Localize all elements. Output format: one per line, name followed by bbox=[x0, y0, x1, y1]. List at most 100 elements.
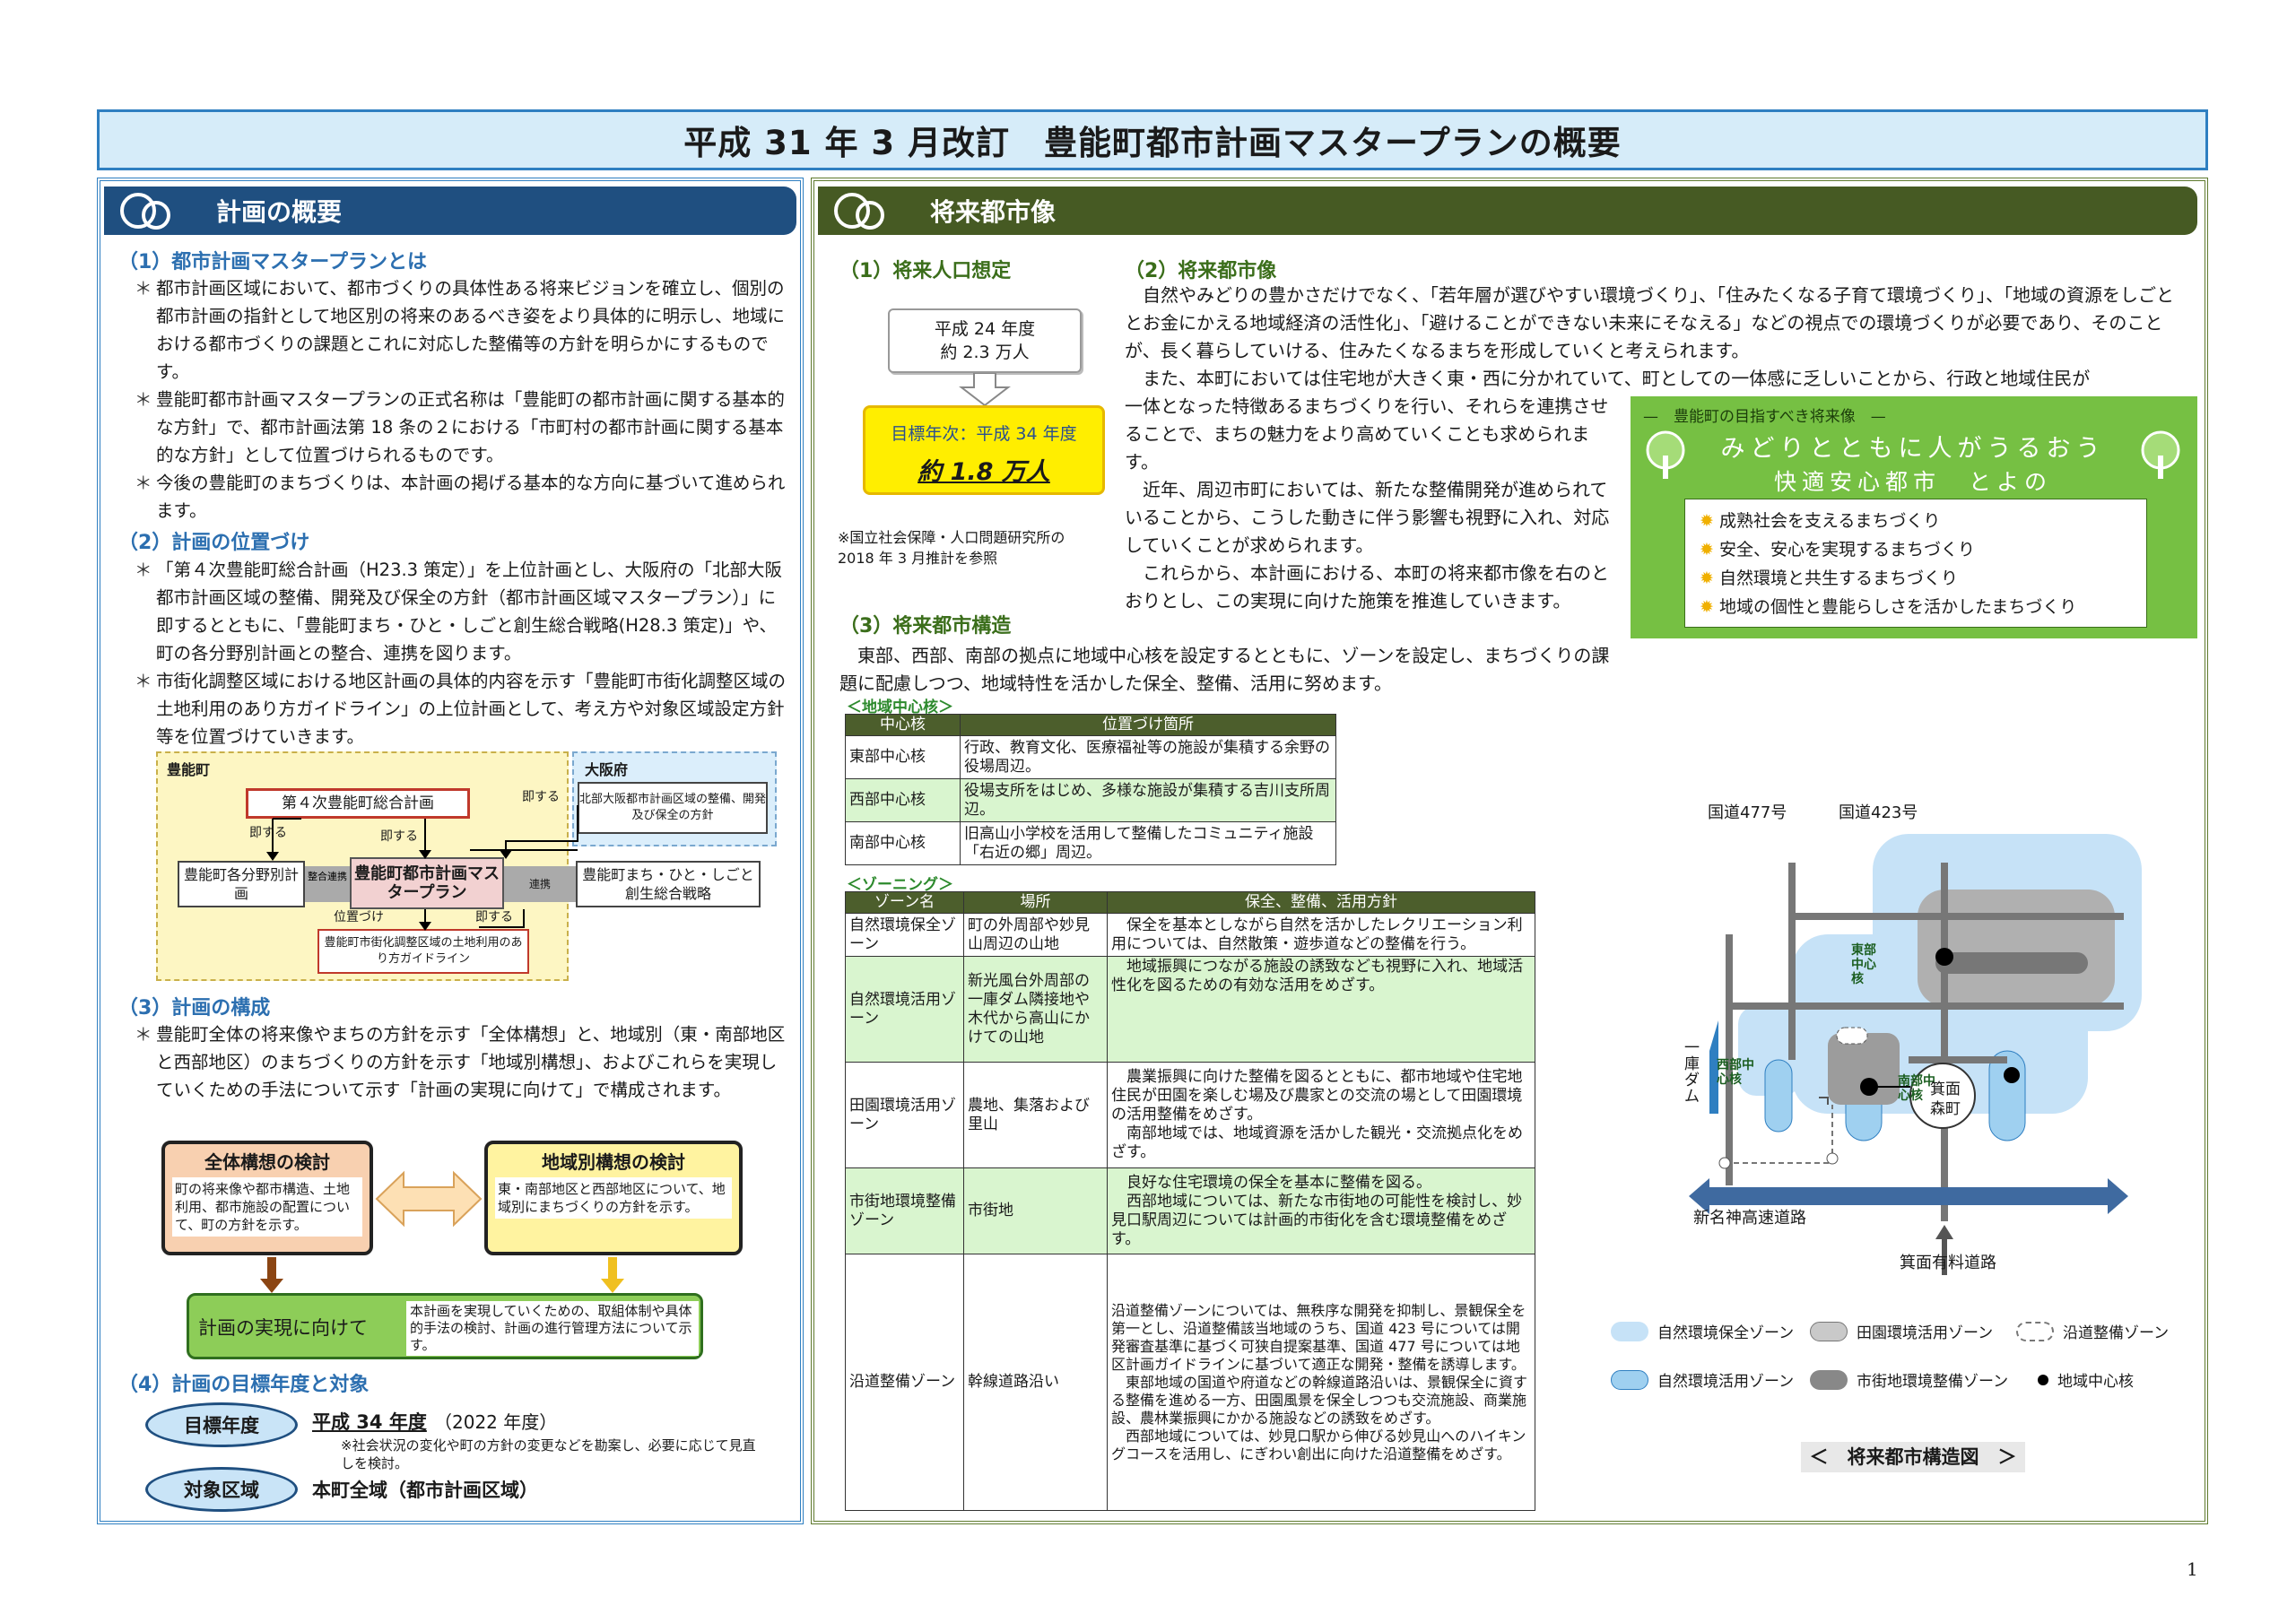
list-item: 都市計画区域において、都市づくりの具体性ある将来ビジョンを確立し、個別の都市計画… bbox=[135, 274, 787, 386]
future-city-panel: 将来都市像 （1）将来人口想定 平成 24 年度 約 2.3 万人 目標年次：平… bbox=[811, 178, 2208, 1524]
page-title: 平成 31 年 3 月改訂 豊能町都市計画マスタープランの概要 bbox=[97, 109, 2208, 170]
table-cell: 町の外周部や妙見山周辺の山地 bbox=[963, 913, 1108, 957]
map-caption: ＜ 将来都市構造図 ＞ bbox=[1801, 1442, 2025, 1472]
logo-icon bbox=[834, 193, 884, 230]
chiiki-title: 地域別構想の検討 bbox=[542, 1151, 685, 1173]
bunya-plan-box: 豊能町各分野別計画 bbox=[178, 861, 305, 907]
pref-plan-box: 北部大阪都市計画区域の整備、開発及び保全の方針 bbox=[578, 782, 768, 834]
vision-paragraph: 一体となった特徴あるまちづくりを行い、それらを連携させることで、まちの魅力をより… bbox=[1125, 395, 1609, 473]
table-cell: 田園環境活用ゾーン bbox=[845, 1062, 964, 1168]
legend-swatch bbox=[2038, 1374, 2048, 1385]
vision-paragraph: 近年、周辺市町においては、新たな整備開発が進められていることから、こうした動きに… bbox=[1125, 479, 1610, 556]
table-header: ゾーン名 bbox=[845, 891, 964, 914]
jitsugen-box: 計画の実現に向けて 本計画を実現していくための、取組体制や具体的手法の検討、計画… bbox=[187, 1293, 703, 1359]
map-label-west: 西部中心核 bbox=[1717, 1058, 1754, 1087]
legend-item: 自然環境活用ゾーン bbox=[1611, 1368, 1794, 1391]
section-heading: （3）計画の構成 bbox=[118, 997, 271, 1020]
pop-note: ※国立社会保障・人口問題研究所の 2018 年 3 月推計を参照 bbox=[838, 529, 1065, 567]
table-header: 位置づけ箇所 bbox=[960, 714, 1336, 736]
goal-item: ✹ 安全、安心を実現するまちづくり bbox=[1700, 540, 1975, 560]
zentai-title: 全体構想の検討 bbox=[204, 1151, 330, 1173]
diagram-label-town: 豊能町 bbox=[167, 761, 211, 778]
table-header: 中心核 bbox=[845, 714, 961, 736]
arrow-down-icon bbox=[260, 1257, 283, 1293]
legend-item: 田園環境活用ゾーン bbox=[1810, 1320, 1993, 1342]
table-cell: 良好な住宅環境の保全を基本に整備を図る。 西部地域については、新たな市街地の可能… bbox=[1107, 1167, 1535, 1254]
s1-list: 都市計画区域において、都市づくりの具体性ある将来ビジョンを確立し、個別の都市計画… bbox=[135, 274, 787, 525]
sokusu-label: 即する bbox=[522, 790, 560, 804]
table-cell: 沿道整備ゾーン bbox=[845, 1254, 964, 1511]
legend-swatch bbox=[2016, 1321, 2054, 1341]
seigo-arrow: 整合連携 bbox=[305, 866, 350, 902]
vision-slogan-1: みどりとともに人がうるおう bbox=[1720, 435, 2106, 463]
chiiki-desc: 東・南部地区と西部地区について、地域別にまちづくりの方針を示す。 bbox=[495, 1177, 732, 1219]
sun-icon: ✹ bbox=[1700, 597, 1719, 617]
arrow-down-icon bbox=[959, 373, 1011, 405]
section-heading: （3）将来都市構造 bbox=[839, 615, 1012, 638]
table-cell: 地域振興につながる施設の誘致なども視野に入れ、地域活性化を図るための有効な活用を… bbox=[1107, 956, 1535, 1063]
table-header: 場所 bbox=[963, 891, 1108, 914]
table-cell: 保全を基本としながら自然を活かしたレクリエーション利用については、自然散策・遊歩… bbox=[1107, 913, 1535, 957]
list-item: 市街化調整区域における地区計画の具体的内容を示す「豊能町市街化調整区域の土地利用… bbox=[135, 667, 787, 751]
legend-swatch bbox=[1810, 1321, 1848, 1341]
target-year-label: 目標年度 bbox=[145, 1402, 298, 1447]
section-heading: （1）都市計画マスタープランとは bbox=[118, 251, 427, 273]
target-year: 目標年次：平成 34 年度 bbox=[891, 424, 1077, 444]
goal-list: ✹ 成熟社会を支えるまちづくり ✹ 安全、安心を実現するまちづくり ✹ 自然環境… bbox=[1684, 499, 2147, 628]
sokusu-label: 即する bbox=[380, 829, 418, 844]
table-cell: 沿道整備ゾーンについては、無秩序な開発を抑制し、景観保全を第一とし、沿道整備該当… bbox=[1107, 1254, 1535, 1511]
map-label: 国道477号 bbox=[1708, 803, 1787, 822]
s3-list: 豊能町全体の将来像やまちの方針を示す「全体構想」と、地域別（東・南部地区と西部地… bbox=[135, 1020, 787, 1104]
current-pop: 約 2.3 万人 bbox=[940, 343, 1030, 362]
sun-icon: ✹ bbox=[1700, 568, 1719, 588]
goal-item: ✹ 自然環境と共生するまちづくり bbox=[1700, 568, 1958, 588]
sokusu-label: 即する bbox=[475, 910, 513, 924]
table-cell: 自然環境保全ゾーン bbox=[845, 913, 964, 957]
target-year-paren: （2022 年度） bbox=[434, 1411, 558, 1433]
map-label-east: 東部中心核 bbox=[1851, 943, 1876, 986]
zone-table-title: ＜ゾーニング＞ bbox=[847, 876, 953, 894]
map-label-toll: 箕面有料道路 bbox=[1900, 1254, 1996, 1272]
section-band: 将来都市像 bbox=[818, 187, 2197, 235]
tree-icon bbox=[2141, 430, 2180, 479]
core-table: 中心核位置づけ箇所 東部中心核行政、教育文化、医療福祉等の施設が集積する余野の役… bbox=[845, 714, 1336, 865]
sun-icon: ✹ bbox=[1700, 540, 1719, 560]
goal-item: ✹ 地域の個性と豊能らしさを活かしたまちづくり bbox=[1700, 597, 2077, 617]
page-number: 1 bbox=[2187, 1558, 2198, 1580]
target-year-value: 平成 34 年度 bbox=[312, 1411, 427, 1433]
zentai-desc: 町の将来像や都市構造、土地利用、都市施設の配置について、町の方針を示す。 bbox=[172, 1177, 362, 1237]
guideline-box: 豊能町市街化調整区域の土地利用のあり方ガイドライン bbox=[317, 929, 529, 974]
current-pop-box: 平成 24 年度 約 2.3 万人 bbox=[888, 308, 1082, 373]
core-table-title: ＜地域中心核＞ bbox=[847, 699, 953, 716]
section-heading: （2）将来都市像 bbox=[1125, 260, 1277, 282]
section-heading: （1）将来人口想定 bbox=[839, 260, 1012, 282]
target-year-note: ※社会状況の変化や町の方針の変更などを勘案し、必要に応じて見直しを検討。 bbox=[341, 1437, 756, 1471]
table-cell: 旧高山小学校を活用して整備したコミュニティ施設「右近の郷」周辺。 bbox=[960, 821, 1336, 865]
table-cell: 東部中心核 bbox=[845, 735, 961, 779]
target-area-value: 本町全域（都市計画区域） bbox=[312, 1480, 538, 1501]
legend-item: 沿道整備ゾーン bbox=[2016, 1320, 2169, 1342]
table-cell: 自然環境活用ゾーン bbox=[845, 956, 964, 1063]
chiiki-box: 地域別構想の検討 東・南部地区と西部地区について、地域別にまちづくりの方針を示す… bbox=[484, 1141, 743, 1255]
section-band: 計画の概要 bbox=[104, 187, 796, 235]
map-label-mino: 箕面森町 bbox=[1930, 1081, 1961, 1118]
target-area-label: 対象区域 bbox=[145, 1467, 298, 1512]
table-cell: 新光風台外周部の一庫ダム隣接地や木代から高山にかけての山地 bbox=[963, 956, 1108, 1063]
legend-swatch bbox=[1611, 1321, 1648, 1341]
goal-item: ✹ 成熟社会を支えるまちづくり bbox=[1700, 511, 1941, 531]
vision-paragraph: また、本町においては住宅地が大きく東・西に分かれていて、町としての一体感に乏しい… bbox=[1125, 368, 2091, 389]
legend-item: 市街地環境整備ゾーン bbox=[1810, 1368, 2008, 1391]
map-label-dam: 一庫ダム bbox=[1684, 1039, 1700, 1106]
vision-paragraph: 自然やみどりの豊かさだけでなく、「若年層が選びやすい環境づくり」、「住みたくなる… bbox=[1125, 284, 2174, 361]
map-label-highway: 新名神高速道路 bbox=[1693, 1209, 1806, 1228]
table-cell: 市街地 bbox=[963, 1167, 1108, 1254]
current-year: 平成 24 年度 bbox=[934, 319, 1036, 339]
legend-item: 自然環境保全ゾーン bbox=[1611, 1320, 1794, 1342]
list-item: 「第４次豊能町総合計画（H23.3 策定）」を上位計画とし、大阪府の「北部大阪都… bbox=[135, 556, 787, 667]
vision-paragraph: これらから、本計画における、本町の将来都市像を右のとおりとし、この実現に向けた施… bbox=[1125, 562, 1609, 612]
list-item: 豊能町都市計画マスタープランの正式名称は「豊能町の都市計画に関する基本的な方針」… bbox=[135, 386, 787, 469]
double-arrow-icon bbox=[375, 1170, 483, 1228]
plan-overview-panel: 計画の概要 （1）都市計画マスタープランとは 都市計画区域において、都市づくりの… bbox=[97, 178, 804, 1524]
zone-table: ゾーン名場所保全、整備、活用方針 自然環境保全ゾーン町の外周部や妙見山周辺の山地… bbox=[845, 891, 1535, 1511]
sun-icon: ✹ bbox=[1700, 511, 1719, 531]
